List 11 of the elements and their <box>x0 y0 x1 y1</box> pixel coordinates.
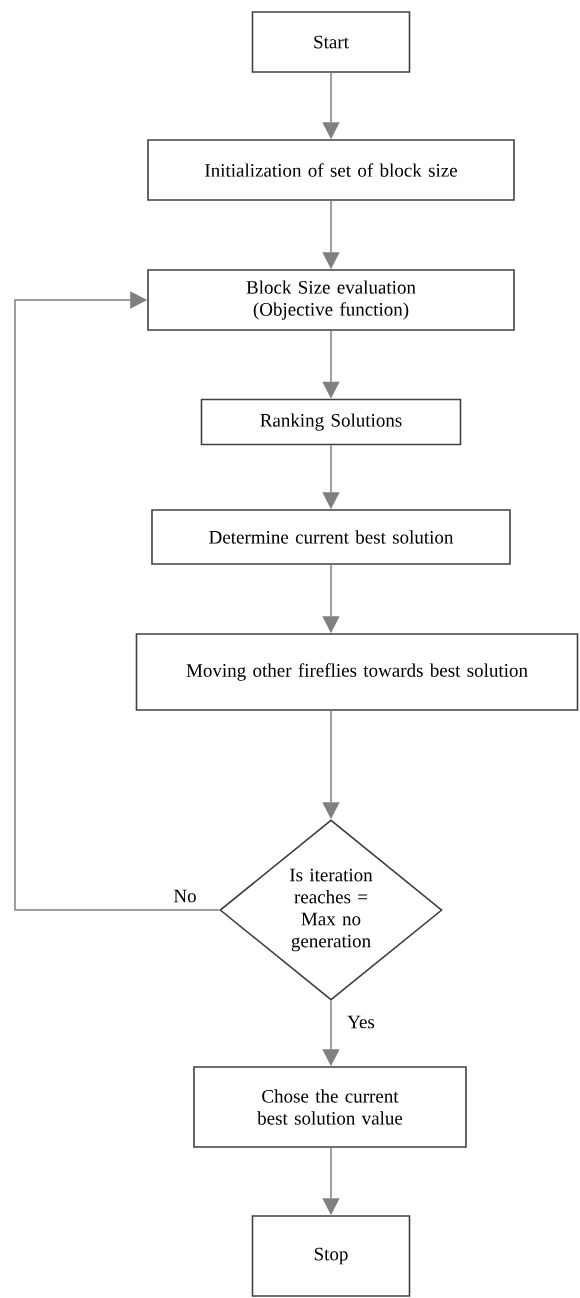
process-box: Stop <box>251 1215 411 1297</box>
process-box: Determine current best solution <box>151 509 511 565</box>
edge-label: No <box>172 888 198 904</box>
edge-label: Yes <box>346 1014 376 1030</box>
process-box: Start <box>251 11 411 73</box>
arrow <box>14 291 220 911</box>
process-box: Moving other fireflies towards best solution <box>135 633 579 711</box>
process-box: Chose the current best solution value <box>193 1066 467 1148</box>
process-box: Block Size evaluation (Objective function) <box>147 269 515 331</box>
process-box: Ranking Solutions <box>200 398 462 446</box>
process-box: Initialization of set of block size <box>147 139 515 201</box>
